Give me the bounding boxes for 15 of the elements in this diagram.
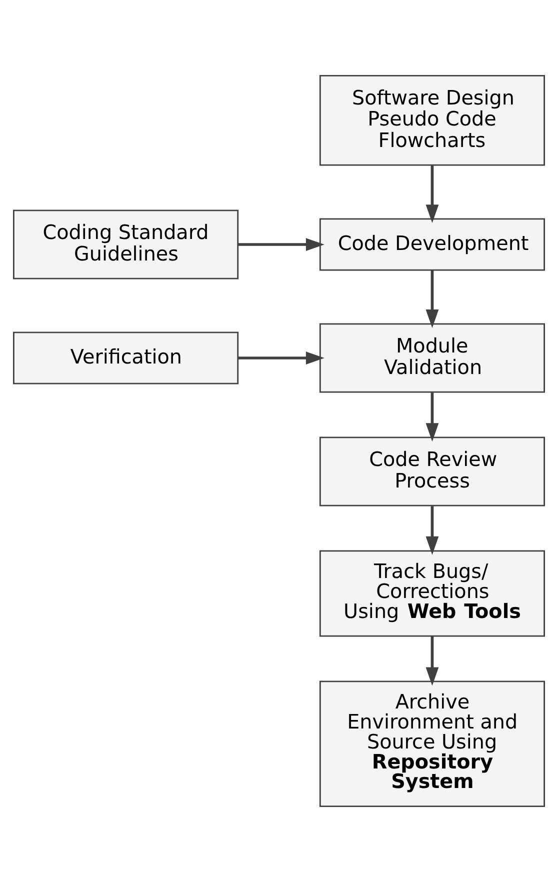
arrow <box>238 238 324 251</box>
arrow <box>426 166 439 224</box>
arrow <box>426 392 439 442</box>
node-box: Track Bugs/ Corrections Using Web Tools <box>319 550 546 637</box>
arrow <box>426 636 439 686</box>
node-box: Code Review Process <box>319 436 546 506</box>
arrow <box>238 352 324 364</box>
arrow <box>426 506 439 555</box>
node-box: Software Design Pseudo Code Flowcharts <box>319 74 546 166</box>
arrow <box>426 270 439 328</box>
node-box: Code Development <box>319 218 546 271</box>
node-box: Coding Standard Guidelines <box>12 210 239 280</box>
node-box: Archive Environment and Source Using Repository System <box>319 680 546 808</box>
node-box: Module Validation <box>319 323 546 393</box>
node-box: Verification <box>12 332 239 384</box>
